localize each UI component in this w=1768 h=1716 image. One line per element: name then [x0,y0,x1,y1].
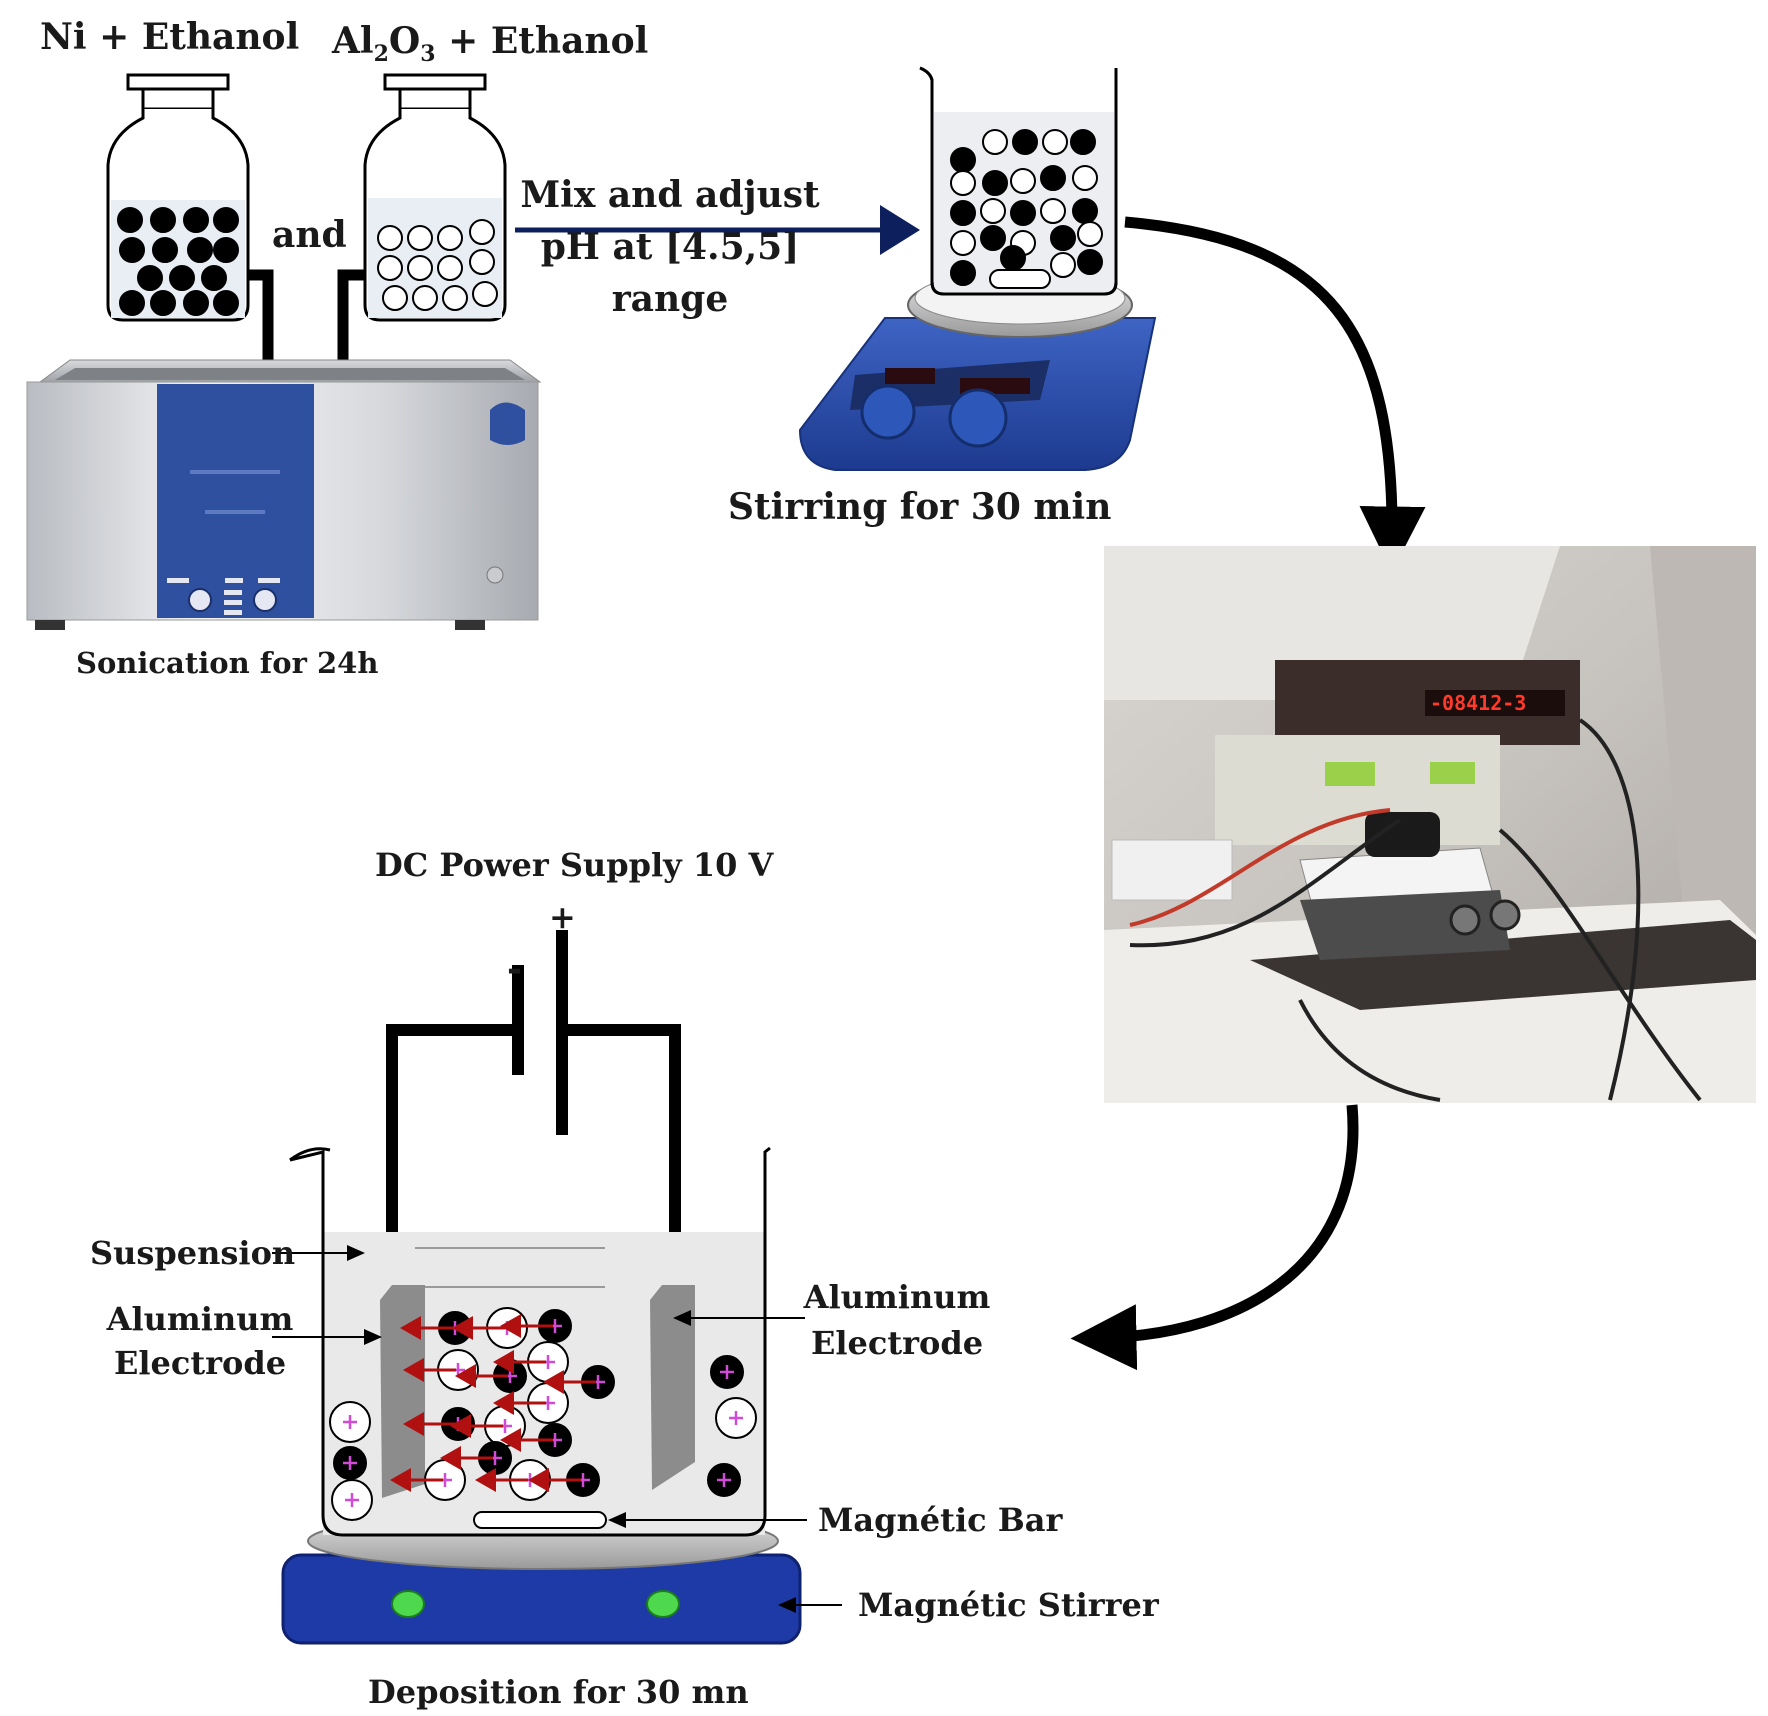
al2o3-particle [1072,165,1098,191]
suspension-label: Suspension [90,1234,296,1272]
electrophoresis-arrows [390,1314,596,1492]
negative-terminal: - [507,948,522,990]
ni-particle [187,237,213,263]
al2o3-particles [377,219,498,311]
positive-charge-mark [729,1411,743,1425]
ni-particle [950,260,976,286]
ni-particle [1000,245,1026,271]
ni-particle [1040,165,1066,191]
ni-particle [169,265,195,291]
ultrasonic-bath [26,359,542,630]
flow-arrow-to-setup [1124,216,1426,573]
mix-label-line3: range [611,278,729,320]
al2o3-ethanol-label: Al2O3 + Ethanol [332,20,649,68]
ni-particle [980,225,1006,251]
mixed-particles [950,129,1103,286]
al2o3-particle [377,225,403,251]
sonication-label: Sonication for 24h [76,646,379,680]
al2o3-particle [980,198,1006,224]
al2o3-particle [1050,252,1076,278]
ni-particle [950,147,976,173]
ni-particle [119,290,145,316]
right-electrode-label-1: Aluminum [803,1278,991,1316]
pour-arrow-ni [235,269,301,428]
positive-terminal: + [549,898,576,936]
al2o3-particle [437,225,463,251]
mix-label-line1: Mix and adjust [520,174,820,216]
positive-charge-mark [345,1493,359,1507]
ni-particle [213,290,239,316]
positive-charge-mark [343,1456,357,1470]
al2o3-particle [982,129,1008,155]
ni-particle [1012,129,1038,155]
and-label: and [272,214,347,256]
ni-particles [117,207,239,316]
pour-arrow-al2o3 [310,269,376,428]
ni-particle [1070,129,1096,155]
magnetic-stirrer-label: Magnétic Stirrer [858,1586,1159,1624]
ni-ethanol-label: Ni + Ethanol [40,16,300,58]
al2o3-particle [382,285,408,311]
ni-particle [950,200,976,226]
ni-particle [150,290,176,316]
al2o3-particle [1010,168,1036,194]
right-electrode-label-2: Electrode [810,1324,984,1362]
ni-particle [152,237,178,263]
al2o3-particle [950,170,976,196]
ni-particle [119,237,145,263]
al2o3-particle [412,285,438,311]
al2o3-particle [1040,198,1066,224]
power-supply-label: DC Power Supply 10 V [375,846,774,884]
ni-particle [201,265,227,291]
flow-arrow-to-deposition [1070,1104,1359,1371]
al2o3-particle [469,219,495,245]
al2o3-particle [1042,129,1068,155]
al2o3-particle [469,249,495,275]
positive-charge-mark [343,1415,357,1429]
ni-particle [137,265,163,291]
al2o3-particle [437,255,463,281]
mix-label-line2: pH at [4.5,5] [540,226,800,268]
lab-setup-photo: -08412-3 [1104,546,1756,1103]
left-electrode-label-1: Aluminum [106,1300,294,1338]
al2o3-particle [407,255,433,281]
ni-particle [213,207,239,233]
al2o3-particle [472,281,498,307]
positive-charge-mark [720,1365,734,1379]
deposition-label: Deposition for 30 mn [368,1673,749,1711]
ni-particle [1077,249,1103,275]
ni-particle [1050,225,1076,251]
ni-particle [117,207,143,233]
ni-particle [183,290,209,316]
al2o3-particle [442,285,468,311]
ni-particle [183,207,209,233]
al2o3-particle [1077,221,1103,247]
ni-particle [1072,198,1098,224]
al2o3-particle [950,230,976,256]
ni-particle [150,207,176,233]
meter-readout: -08412-3 [1430,691,1526,715]
al2o3-particle [377,255,403,281]
ni-particle [1010,200,1036,226]
al2o3-particle [407,225,433,251]
ni-particle [982,170,1008,196]
stirring-label: Stirring for 30 min [728,486,1112,528]
ni-particle [213,237,239,263]
stirring-setup [798,66,1157,471]
left-electrode-label-2: Electrode [113,1344,287,1382]
magnetic-bar-label: Magnétic Bar [818,1501,1063,1539]
positive-charge-mark [717,1473,731,1487]
deposition-cell [272,930,842,1645]
